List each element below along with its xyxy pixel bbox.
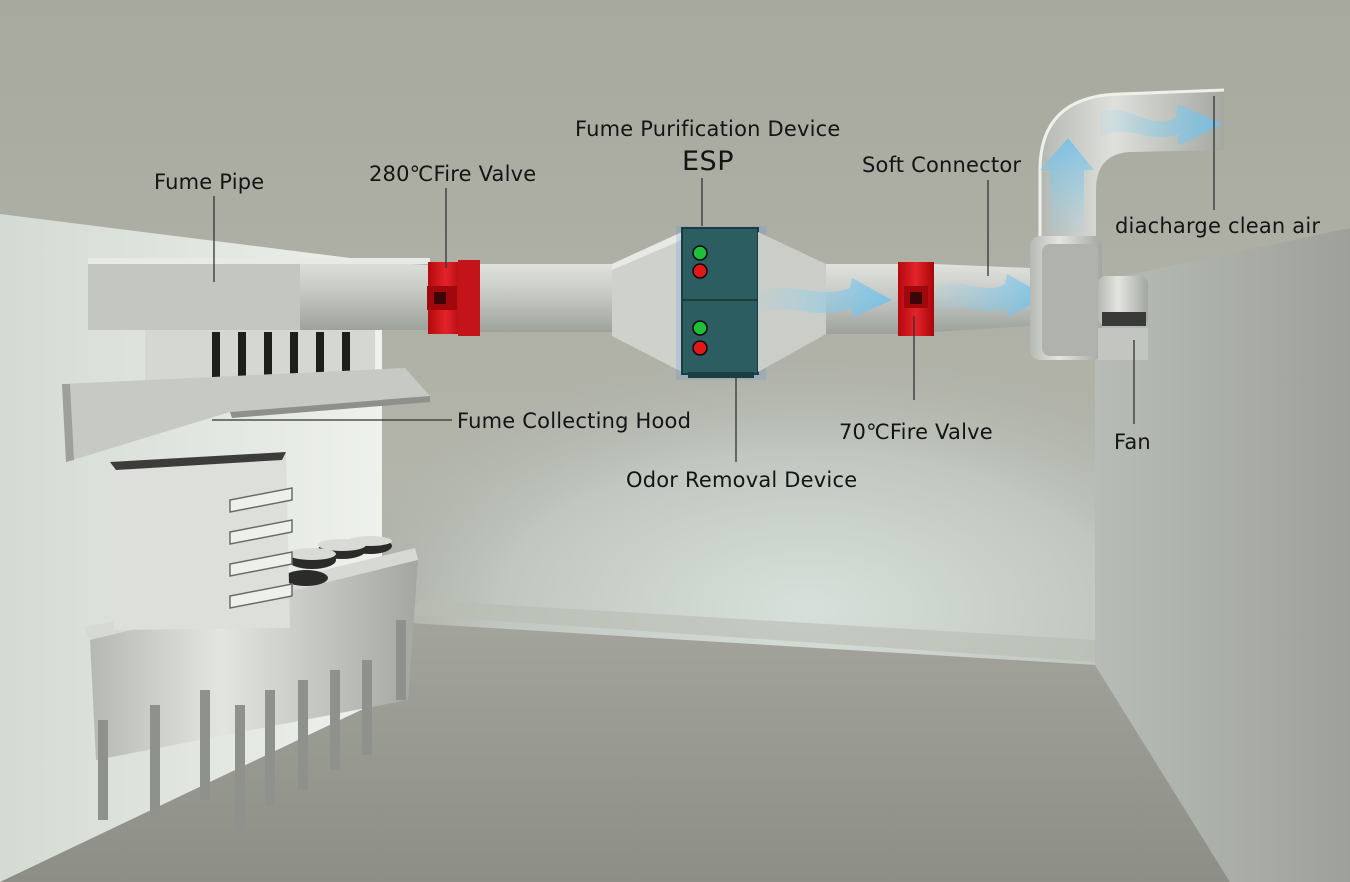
label-discharge-clean-air: diacharge clean air [1115, 214, 1321, 238]
label-odor-removal-device: Odor Removal Device [626, 468, 858, 492]
label-fan: Fan [1114, 430, 1151, 454]
label-fume-purification-device: Fume Purification Device [575, 117, 841, 141]
label-fire-valve-70: 70℃Fire Valve [839, 420, 993, 444]
label-fume-collecting-hood: Fume Collecting Hood [457, 409, 692, 433]
label-fume-pipe: Fume Pipe [154, 170, 265, 194]
label-esp: ESP [682, 146, 734, 177]
label-soft-connector: Soft Connector [862, 153, 1022, 177]
label-fire-valve-280: 280℃Fire Valve [369, 162, 537, 186]
